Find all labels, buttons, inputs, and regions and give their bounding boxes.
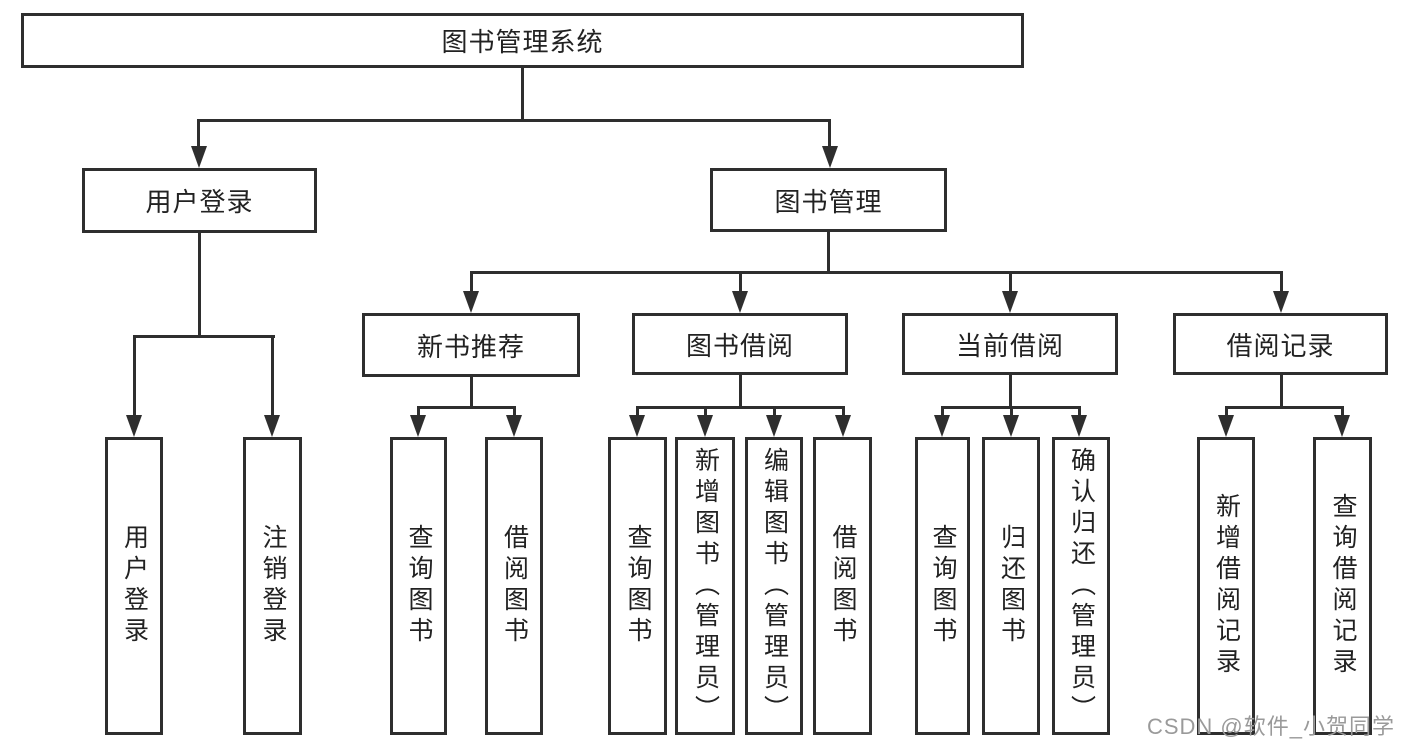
connector-line xyxy=(636,406,845,409)
node-root-label: 图书管理系统 xyxy=(441,27,604,57)
node-borrow-records: 借阅记录 xyxy=(1173,313,1388,375)
leaf-query-books-recommend: 查询图书 xyxy=(390,437,447,735)
leaf-query-books-current-label: 查询图书 xyxy=(929,524,957,648)
connector-line xyxy=(739,271,742,293)
leaf-query-books-borrow-label: 查询图书 xyxy=(624,524,652,648)
leaf-add-book-admin: 新增图书（管理员） xyxy=(675,437,735,735)
arrow-down-icon xyxy=(697,415,713,437)
leaf-confirm-return-admin: 确认归还（管理员） xyxy=(1052,437,1110,735)
arrow-down-icon xyxy=(934,415,950,437)
csdn-watermark: CSDN @软件_小贺同学 xyxy=(1146,714,1395,739)
arrow-down-icon xyxy=(1003,415,1019,437)
connector-line xyxy=(1341,406,1344,419)
node-book-management-label: 图书管理 xyxy=(774,186,883,217)
leaf-add-borrow-record: 新增借阅记录 xyxy=(1197,437,1255,735)
node-book-borrow: 图书借阅 xyxy=(632,313,848,375)
connector-line xyxy=(197,119,200,149)
leaf-user-login: 用户登录 xyxy=(105,437,163,735)
connector-line xyxy=(1010,406,1013,419)
arrow-down-icon xyxy=(835,415,851,437)
connector-line xyxy=(1009,375,1012,409)
leaf-logout-label: 注销登录 xyxy=(259,524,287,648)
leaf-query-books-borrow: 查询图书 xyxy=(608,437,667,735)
leaf-return-book-label: 归还图书 xyxy=(997,524,1026,648)
arrow-down-icon xyxy=(1218,415,1234,437)
connector-line xyxy=(739,375,742,409)
leaf-query-books-recommend-label: 查询图书 xyxy=(405,524,433,648)
connector-line xyxy=(133,335,275,338)
node-user-login: 用户登录 xyxy=(82,168,317,233)
leaf-add-book-admin-label: 新增图书（管理员） xyxy=(691,446,720,726)
arrow-down-icon xyxy=(766,415,782,437)
connector-line xyxy=(271,335,274,419)
connector-line xyxy=(773,406,776,419)
connector-line xyxy=(470,377,473,409)
leaf-borrow-books-recommend: 借阅图书 xyxy=(485,437,543,735)
node-new-book-recommend-label: 新书推荐 xyxy=(416,331,525,362)
connector-line xyxy=(417,406,420,419)
node-user-login-label: 用户登录 xyxy=(145,187,254,217)
arrow-down-icon xyxy=(1071,415,1087,437)
leaf-logout: 注销登录 xyxy=(243,437,302,735)
node-root: 图书管理系统 xyxy=(21,13,1024,68)
connector-line xyxy=(513,406,516,419)
connector-line xyxy=(521,68,524,122)
leaf-query-borrow-record-label: 查询借阅记录 xyxy=(1329,493,1357,679)
leaf-borrow-books-recommend-label: 借阅图书 xyxy=(500,524,529,648)
connector-line xyxy=(1078,406,1081,419)
node-book-management: 图书管理 xyxy=(710,168,947,232)
connector-line xyxy=(1280,375,1283,409)
connector-line xyxy=(827,232,830,274)
leaf-borrow-books-borrow: 借阅图书 xyxy=(813,437,872,735)
connector-line xyxy=(470,271,473,293)
node-book-borrow-label: 图书借阅 xyxy=(685,330,794,361)
connector-line xyxy=(1225,406,1228,419)
connector-line xyxy=(470,271,1283,274)
connector-line xyxy=(842,406,845,419)
arrow-down-icon xyxy=(506,415,522,437)
leaf-query-borrow-record: 查询借阅记录 xyxy=(1313,437,1372,735)
arrow-down-icon xyxy=(463,291,479,313)
connector-line xyxy=(1280,271,1283,293)
arrow-down-icon xyxy=(822,146,838,168)
connector-line xyxy=(133,335,136,419)
leaf-return-book: 归还图书 xyxy=(982,437,1040,735)
leaf-query-books-current: 查询图书 xyxy=(915,437,970,735)
arrow-down-icon xyxy=(1334,415,1350,437)
node-current-borrow: 当前借阅 xyxy=(902,313,1118,375)
arrow-down-icon xyxy=(1273,291,1289,313)
connector-line xyxy=(1009,271,1012,293)
arrow-down-icon xyxy=(1002,291,1018,313)
arrow-down-icon xyxy=(191,146,207,168)
arrow-down-icon xyxy=(732,291,748,313)
connector-line xyxy=(636,406,639,419)
connector-line xyxy=(197,119,831,122)
leaf-borrow-books-borrow-label: 借阅图书 xyxy=(829,524,857,648)
connector-line xyxy=(941,406,944,419)
connector-line xyxy=(1225,406,1344,409)
leaf-edit-book-admin: 编辑图书（管理员） xyxy=(745,437,803,735)
arrow-down-icon xyxy=(629,415,645,437)
arrow-down-icon xyxy=(264,415,280,437)
connector-line xyxy=(704,406,707,419)
connector-line xyxy=(198,233,201,338)
connector-line xyxy=(417,406,516,409)
leaf-user-login-label: 用户登录 xyxy=(120,524,149,648)
connector-line xyxy=(828,119,831,149)
node-borrow-records-label: 借阅记录 xyxy=(1226,330,1335,361)
leaf-add-borrow-record-label: 新增借阅记录 xyxy=(1212,493,1241,679)
arrow-down-icon xyxy=(126,415,142,437)
node-new-book-recommend: 新书推荐 xyxy=(362,313,580,377)
leaf-confirm-return-admin-label: 确认归还（管理员） xyxy=(1067,446,1096,726)
leaf-edit-book-admin-label: 编辑图书（管理员） xyxy=(760,446,789,726)
arrow-down-icon xyxy=(410,415,426,437)
node-current-borrow-label: 当前借阅 xyxy=(955,330,1064,361)
